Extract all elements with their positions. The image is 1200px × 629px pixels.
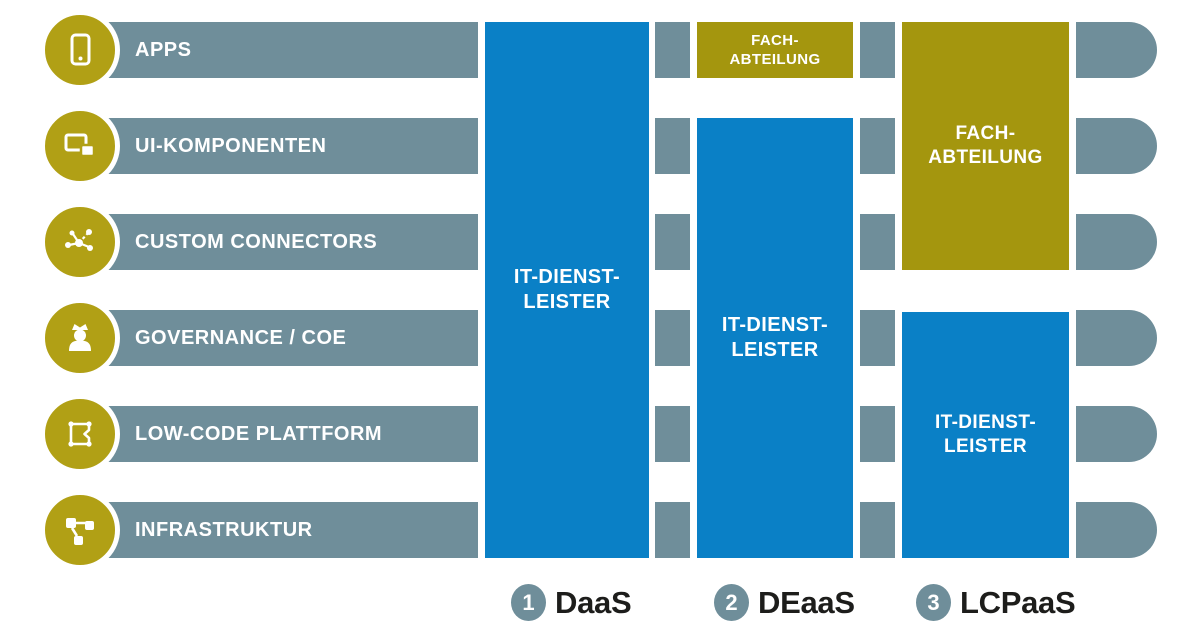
layer-bar-cap [1076,22,1157,78]
layer-bar-cap [1076,118,1157,174]
layer-bar-cap [1076,406,1157,462]
layer-label-apps: APPS [135,38,192,61]
ui-komponenten-circle [40,106,120,186]
layer-bar-segment [655,502,690,558]
block-label-line: FACH- [955,123,1016,145]
block-label-line: LEISTER [731,339,819,361]
layer-bar-segment [860,214,895,270]
layer-label-ui-komponenten: UI-KOMPONENTEN [135,134,327,157]
layer-bar-governance: GOVERNANCE / COE [80,310,478,366]
infrastruktur-circle [40,490,120,570]
layer-bar-segment [655,22,690,78]
smartphone-icon [70,33,91,66]
legend-item-lcpaas: 3 LCPaaS [916,584,1076,621]
legend-label-deaas: DEaaS [758,584,855,620]
block-label-line: IT-DIENST- [934,412,1037,434]
layer-bar-cap [1076,502,1157,558]
block-label-line: FACH- [751,31,799,49]
infrastructure-icon [66,518,94,545]
layer-bar-segment [860,310,895,366]
layer-bar-segment [655,310,690,366]
block-label-line: IT-DIENST- [721,314,829,336]
low-code-plattform-circle [40,394,120,474]
block-label-line: ABTEILUNG [928,147,1043,168]
legend-number-badge: 3 [916,584,951,621]
layer-label-low-code-plattform: LOW-CODE PLATTFORM [135,422,383,445]
layer-label-infrastruktur: INFRASTRUKTUR [135,518,313,541]
legend-number-badge: 1 [511,584,546,621]
legend-number-badge: 2 [714,584,749,621]
legend-label-daas: DaaS [555,584,632,620]
layer-bar-cap [1076,214,1157,270]
layer-bar-segment [655,406,690,462]
layer-bar-custom-connectors: CUSTOM CONNECTORS [80,214,478,270]
deaas-it-dienstleister-block: IT-DIENST- LEISTER [697,118,853,558]
layer-bar-segment [655,118,690,174]
layer-bar-cap [1076,310,1157,366]
custom-connectors-icon [65,229,93,251]
layer-bar-apps: APPS [80,22,478,78]
layer-bar-ui-komponenten: UI-KOMPONENTEN [80,118,478,174]
block-label-line: LEISTER [943,436,1028,457]
block-label-line: ABTEILUNG [729,51,821,68]
custom-connectors-circle [40,202,120,282]
legend-item-daas: 1 DaaS [511,584,632,621]
layer-bar-infrastruktur: INFRASTRUKTUR [80,502,478,558]
governance-icon [69,324,91,351]
deaas-fachabteilung-block: FACH- ABTEILUNG [697,22,853,78]
block-label-line: IT-DIENST- [513,266,621,288]
lcpaas-it-dienstleister-block: IT-DIENST- LEISTER [902,312,1069,558]
legend-item-deaas: 2 DEaaS [714,584,855,621]
layer-bar-segment [655,214,690,270]
ui-components-icon [64,133,96,158]
layer-bar-segment [860,502,895,558]
layer-bar-low-code-plattform: LOW-CODE PLATTFORM [80,406,478,462]
layer-label-governance: GOVERNANCE / COE [135,326,347,349]
governance-circle [40,298,120,378]
layer-bar-segment [860,22,895,78]
apps-circle [40,10,120,90]
layer-bar-segment [860,406,895,462]
layer-bar-segment [860,118,895,174]
low-code-platform-icon [68,421,92,447]
legend-label-lcpaas: LCPaaS [960,584,1076,620]
lcpaas-fachabteilung-block: FACH- ABTEILUNG [902,22,1069,270]
block-label-line: LEISTER [523,291,611,313]
layer-label-custom-connectors: CUSTOM CONNECTORS [135,230,378,253]
daas-it-dienstleister-block: IT-DIENST- LEISTER [485,22,649,558]
